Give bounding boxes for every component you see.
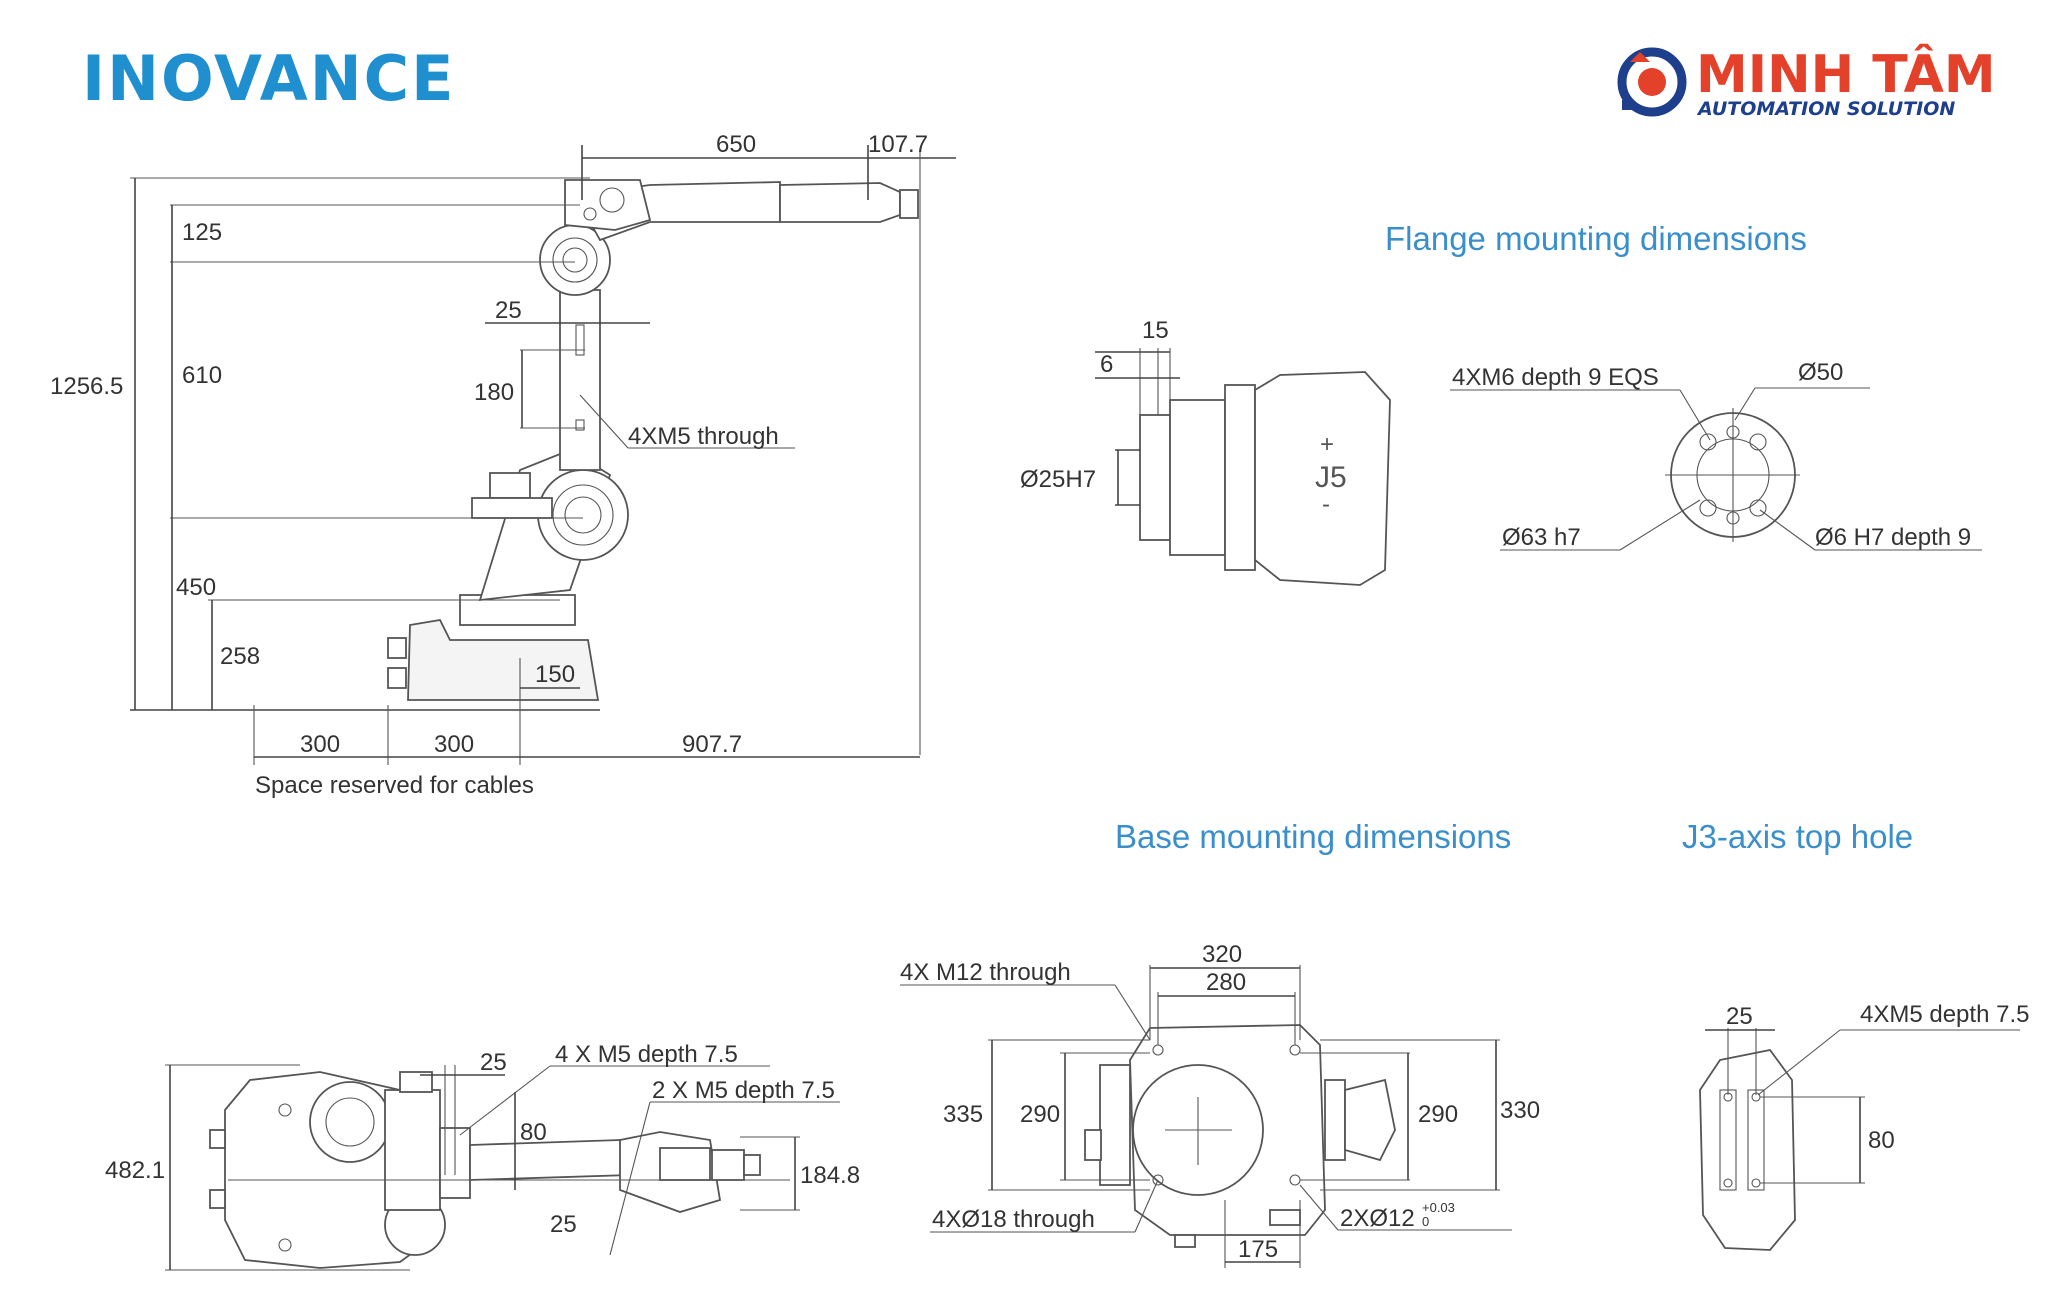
dim-300-a: 300 bbox=[300, 731, 340, 758]
minh-tam-logo: MINH TÂM AUTOMATION SOLUTION bbox=[1617, 44, 1996, 120]
dim-180: 180 bbox=[474, 379, 514, 406]
m12-holes-label: 4X M12 through bbox=[900, 959, 1071, 986]
dia-63-label: Ø63 h7 bbox=[1502, 524, 1581, 551]
dim-15: 15 bbox=[1142, 317, 1169, 344]
dia-6h7-label: Ø6 H7 depth 9 bbox=[1815, 524, 1971, 551]
dim-482-1: 482.1 bbox=[105, 1157, 165, 1184]
side-view-dimensions: 650 107.7 1256.5 125 610 450 258 25 180 … bbox=[50, 131, 956, 799]
cables-space-label: Space reserved for cables bbox=[255, 772, 534, 799]
j3-title: J3-axis top hole bbox=[1682, 818, 1913, 855]
dim-25-top-a: 25 bbox=[480, 1049, 507, 1076]
dim-450: 450 bbox=[176, 574, 216, 601]
plus-icon: + bbox=[1320, 431, 1334, 458]
j3-m5-label: 4XM5 depth 7.5 bbox=[1860, 1001, 2029, 1028]
dim-320: 320 bbox=[1202, 941, 1242, 968]
m5-4-label: 4 X M5 depth 7.5 bbox=[555, 1041, 738, 1068]
j5-label: J5 bbox=[1315, 461, 1347, 494]
svg-text:MINH TÂM: MINH TÂM bbox=[1696, 44, 1996, 105]
dim-1256-5: 1256.5 bbox=[50, 373, 123, 400]
d12-holes-label: 2XØ12 bbox=[1340, 1205, 1415, 1232]
dim-25h7: Ø25H7 bbox=[1020, 466, 1096, 493]
flange-face-annotations: 4XM6 depth 9 EQS Ø50 Ø63 h7 Ø6 H7 depth … bbox=[1450, 359, 1982, 551]
dim-258: 258 bbox=[220, 643, 260, 670]
flange-side-dimensions: 15 6 Ø25H7 bbox=[1020, 317, 1180, 506]
top-view-dimensions: 482.1 25 80 4 X M5 depth 7.5 2 X M5 dept… bbox=[105, 1041, 860, 1271]
gear-icon bbox=[1617, 47, 1687, 117]
m5-2-label: 2 X M5 depth 7.5 bbox=[652, 1077, 835, 1104]
dim-80-top: 80 bbox=[520, 1119, 547, 1146]
m6-holes-label: 4XM6 depth 9 EQS bbox=[1452, 364, 1659, 391]
dim-175: 175 bbox=[1238, 1236, 1278, 1263]
dim-300-b: 300 bbox=[434, 731, 474, 758]
d18-holes-label: 4XØ18 through bbox=[932, 1206, 1095, 1233]
j3-dimensions: 25 4XM5 depth 7.5 80 bbox=[1705, 1001, 2029, 1184]
dim-290-left: 290 bbox=[1020, 1101, 1060, 1128]
dim-280: 280 bbox=[1206, 969, 1246, 996]
dim-125: 125 bbox=[182, 219, 222, 246]
j3-top-view bbox=[1699, 1049, 1796, 1251]
dim-25-top-b: 25 bbox=[550, 1211, 577, 1238]
holes-4xm5-label: 4XM5 through bbox=[628, 423, 779, 450]
dim-184-8: 184.8 bbox=[800, 1162, 860, 1189]
dim-610: 610 bbox=[182, 362, 222, 389]
svg-text:AUTOMATION SOLUTION: AUTOMATION SOLUTION bbox=[1696, 98, 1955, 120]
d12-tolerance-upper: +0.03 bbox=[1422, 1200, 1455, 1215]
minus-icon: - bbox=[1322, 491, 1330, 518]
base-view-dimensions: 320 280 4X M12 through 335 290 290 330 4… bbox=[900, 941, 1540, 1268]
inovance-logo: INOVANCE bbox=[82, 42, 456, 115]
dim-6: 6 bbox=[1100, 351, 1113, 378]
flange-face-view bbox=[1665, 408, 1800, 542]
dim-290-right: 290 bbox=[1418, 1101, 1458, 1128]
dim-330: 330 bbox=[1500, 1097, 1540, 1124]
base-view-plate bbox=[1084, 1024, 1396, 1248]
dim-25-side: 25 bbox=[495, 297, 522, 324]
j3-dim-25: 25 bbox=[1726, 1003, 1753, 1030]
base-title: Base mounting dimensions bbox=[1115, 818, 1511, 855]
dim-650: 650 bbox=[716, 131, 756, 158]
j3-dim-80: 80 bbox=[1868, 1127, 1895, 1154]
dim-150: 150 bbox=[535, 661, 575, 688]
top-view-robot bbox=[209, 1071, 761, 1269]
dim-107-7: 107.7 bbox=[868, 131, 928, 158]
flange-side-view: J5 + - bbox=[1139, 371, 1391, 586]
dia-50-label: Ø50 bbox=[1798, 359, 1843, 386]
flange-title: Flange mounting dimensions bbox=[1385, 220, 1807, 257]
dim-335: 335 bbox=[943, 1101, 983, 1128]
d12-tolerance-lower: 0 bbox=[1422, 1214, 1429, 1229]
dim-907-7: 907.7 bbox=[682, 731, 742, 758]
